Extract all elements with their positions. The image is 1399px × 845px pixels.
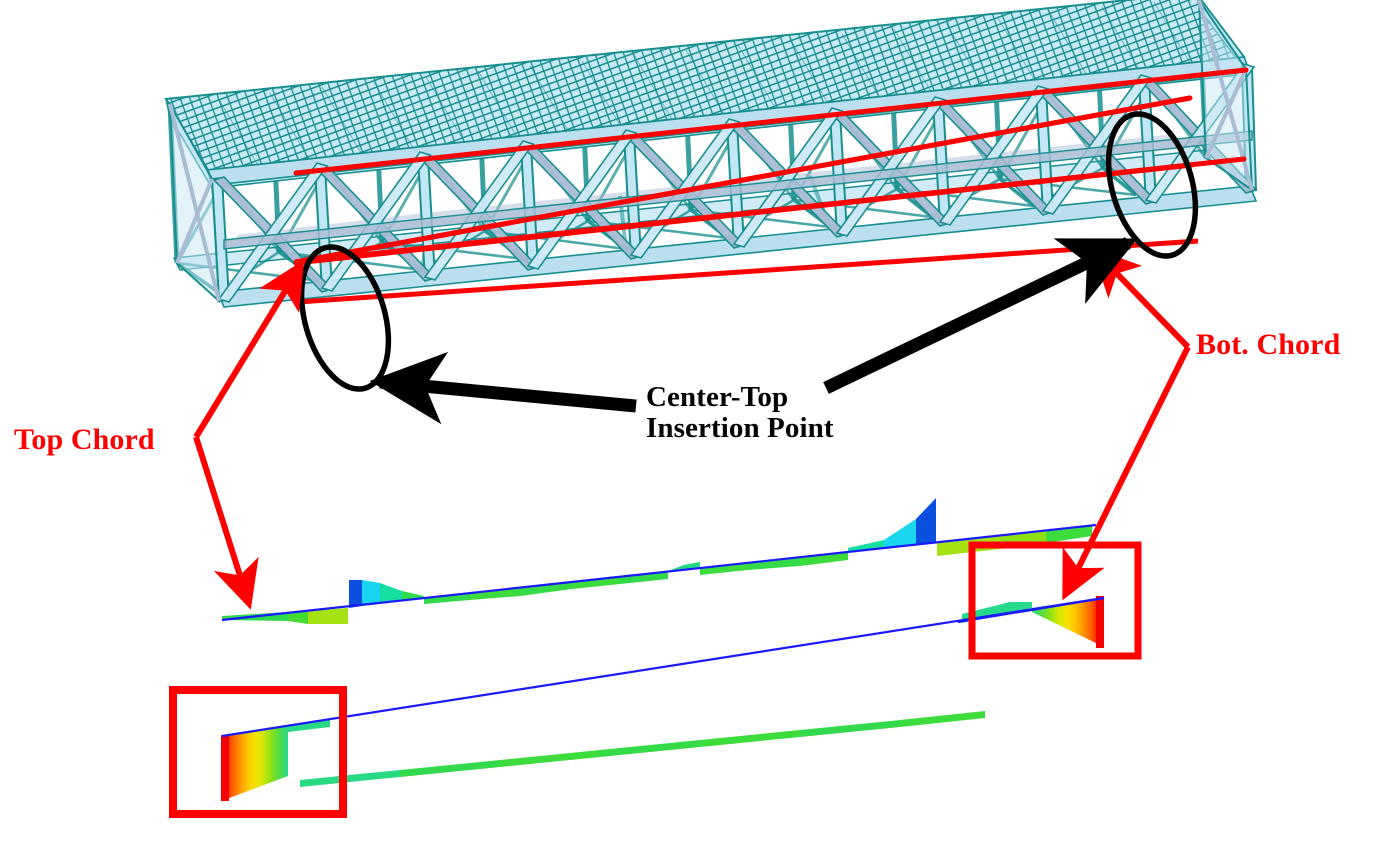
- insertion-point-leader: [369, 237, 1138, 425]
- tc-spike-cyan-1: [362, 580, 380, 606]
- tc-ripple-1: [424, 593, 470, 604]
- tc-ripple-5: [620, 571, 668, 584]
- tc-ramp-blue: [916, 498, 936, 544]
- truss-3d-model: [164, 0, 1258, 308]
- tc-ripple-3: [520, 582, 572, 596]
- bottom-chord-baseline-right: [957, 596, 1105, 624]
- bc-seg-1: [300, 770, 400, 787]
- near-end-insertion-ellipse: [298, 244, 392, 392]
- bc-seg-5: [700, 730, 800, 747]
- tc-seg-2: [288, 611, 308, 624]
- bc-peak-green-2: [1010, 602, 1032, 612]
- bot-chord-leader-to-diagram: [1062, 345, 1191, 601]
- top-chord-label: Top Chord: [14, 423, 155, 456]
- bc-peak-rainbow: [1032, 598, 1100, 645]
- far-end-insertion-ellipse: [1105, 111, 1199, 259]
- bc-seg-2: [400, 760, 500, 777]
- bc-left-peak-rainbow: [224, 726, 288, 800]
- insertion-point-label-line1: Center-Top: [646, 381, 789, 413]
- bottom-chord-baseline: [221, 596, 1105, 738]
- bc-left-peak-max-red: [221, 735, 229, 801]
- tc-ripple-4: [572, 577, 620, 589]
- bottom-chord-highlight: [293, 156, 1247, 265]
- bottom-chord-left-zoom-box: [169, 686, 347, 818]
- top-chord-leader-to-model: [193, 259, 305, 439]
- insertion-point-label-line2: Insertion Point: [646, 411, 834, 444]
- bottom-chord-right-zoom-box: [968, 541, 1142, 660]
- bottom-chord-red-line: [297, 238, 1199, 305]
- insertion-leader-near: [369, 351, 637, 425]
- insertion-leader-far: [823, 237, 1138, 394]
- bot-chord-label: Bot. Chord: [1196, 328, 1341, 361]
- bc-seg-6: [800, 720, 900, 737]
- top-chord-highlight: [293, 67, 1249, 176]
- chord-highlights-final: [295, 95, 1199, 305]
- tc-ramp-cyan: [884, 519, 916, 548]
- truss-end-portals: [168, 0, 1254, 304]
- tc-ripple-7: [700, 562, 748, 575]
- top-chord-baseline: [221, 523, 1097, 622]
- bc-seg-7: [900, 711, 985, 727]
- center-top-insertion-point-label: Center-Top Insertion Point: [646, 382, 834, 443]
- bottom-chord-force-diagram: [221, 596, 1105, 801]
- tc-spike-blue-1: [349, 580, 362, 608]
- tc-ripple-9: [800, 552, 848, 566]
- top-chord-leader: [193, 259, 305, 610]
- bc-peak-max-red: [1096, 596, 1104, 648]
- bc-seg-4: [600, 740, 700, 757]
- top-chord-force-diagram: [221, 498, 1097, 624]
- truss-stringers: [223, 130, 1253, 250]
- insertion-point-ellipses: [298, 111, 1199, 392]
- top-chord-red-line: [295, 95, 1191, 265]
- tc-ripple-2: [470, 588, 520, 600]
- bc-seg-3: [500, 750, 600, 767]
- tc-ripple-8: [748, 557, 800, 570]
- tc-seg-3: [308, 608, 348, 624]
- tc-spike-teal-1: [380, 583, 402, 604]
- top-chord-leader-to-diagram: [193, 436, 259, 610]
